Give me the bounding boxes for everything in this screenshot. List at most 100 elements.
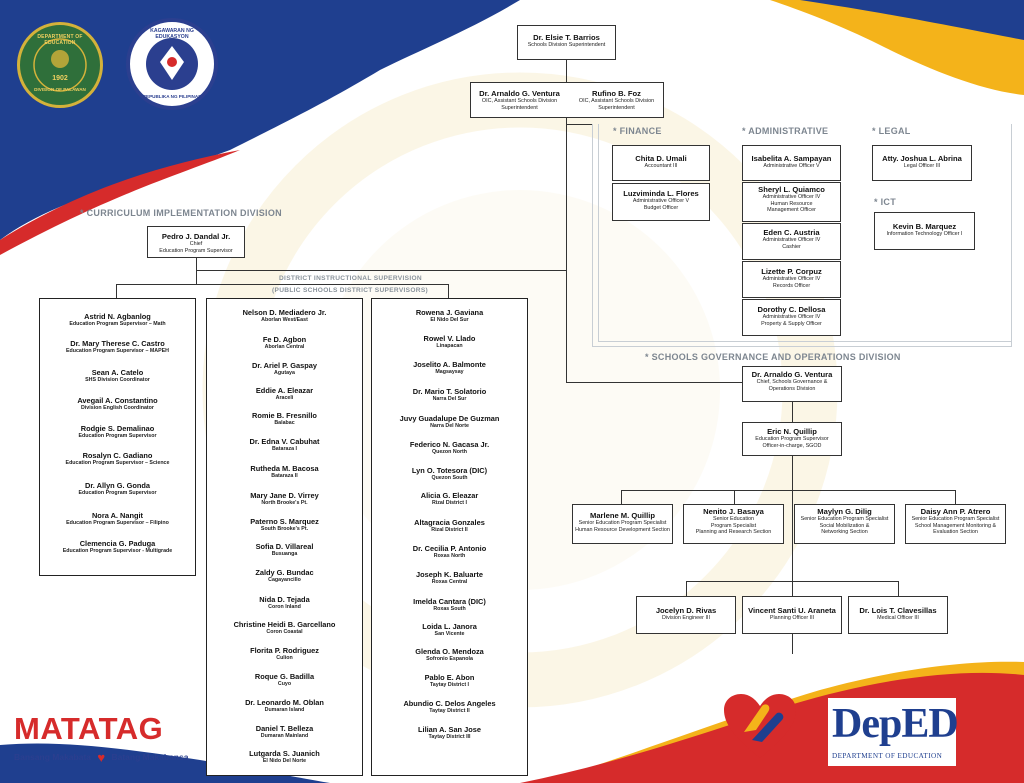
finance-2-name: Luzviminda L. Flores <box>623 189 699 198</box>
line-staff1-drop <box>686 581 687 596</box>
line-right-horizontal-a <box>592 346 1012 347</box>
cid-chief-box: Pedro J. Dandal Jr. Chief Education Prog… <box>147 226 245 258</box>
finance-box-2: Luzviminda L. Flores Administrative Offi… <box>612 183 710 221</box>
line-sec4-drop <box>955 490 956 504</box>
finance-1-name: Chita D. Umali <box>635 154 687 163</box>
admin-box-1: Isabelita A. Sampayan Administrative Off… <box>742 145 841 181</box>
matatag-word: MATATAG <box>14 711 164 746</box>
ict-label: * ICT <box>874 197 897 207</box>
sgod-oic-box: Eric N. Quillip Education Program Superv… <box>742 422 842 456</box>
line-sds-down <box>566 60 567 82</box>
line-sgod-oic-down <box>792 456 793 654</box>
line-right-horizontal-b <box>598 341 1012 342</box>
deped-logo: DepED DEPARTMENT OF EDUCATION <box>828 698 959 766</box>
cid-chief-name: Pedro J. Dandal Jr. <box>161 232 231 241</box>
sgod-label: * SCHOOLS GOVERNANCE AND OPERATIONS DIVI… <box>645 352 901 362</box>
sgod-oic-name: Eric N. Quillip <box>767 427 817 436</box>
deped-seal-top-text: DEPARTMENT OF EDUCATION <box>37 34 83 46</box>
finance-label: * FINANCE <box>613 126 662 136</box>
asds1: Dr. Arnaldo G. Ventura OIC, Assistant Sc… <box>471 89 568 111</box>
legal-name: Atty. Joshua L. Abrina <box>882 154 962 163</box>
finance-box-1: Chita D. Umali Accountant III <box>612 145 710 181</box>
line-to-sgod <box>566 382 742 383</box>
line-col1-drop <box>116 284 117 298</box>
hands-heart-logo <box>722 692 798 762</box>
sds-title: Schools Division Superintendent <box>527 42 606 48</box>
line-sec2-drop <box>734 490 735 504</box>
admin-4-title: Administrative Officer IV Records Office… <box>762 276 821 289</box>
line-cid-down <box>196 258 197 270</box>
deped-word: DepED <box>832 701 959 747</box>
admin-5-title: Administrative Officer IV Property & Sup… <box>761 314 822 327</box>
line-right-branch <box>566 124 592 125</box>
admin-box-5: Dorothy C. Dellosa Administrative Office… <box>742 299 841 336</box>
asds2: Rufino B. Foz OIC, Assistant Schools Div… <box>568 89 663 111</box>
legal-title: Legal Officer III <box>903 163 941 169</box>
admin-5-name: Dorothy C. Dellosa <box>757 305 826 314</box>
admin-1-title: Administrative Officer V <box>763 163 820 169</box>
asds1-name: Dr. Arnaldo G. Ventura <box>479 89 560 98</box>
admin-2-title: Administrative Officer IV Human Resource… <box>762 194 821 214</box>
psds-item: Imelda Cantara (DIC)Roxas South <box>413 597 486 612</box>
admin-2-name: Sheryl L. Quiamco <box>758 185 825 194</box>
ict-box: Kevin B. Marquez Information Technology … <box>874 212 975 250</box>
line-right-vertical-a <box>592 124 593 346</box>
blue-wave-top-right <box>800 0 1024 40</box>
asds-box: Dr. Arnaldo G. Ventura OIC, Assistant Sc… <box>470 82 664 118</box>
finance-2-title: Administrative Officer V Budget Officer <box>632 198 690 211</box>
line-cid-drop <box>196 270 197 284</box>
matatag-tagline: Bansang Makabata ♥ Batang Makabansa <box>14 750 194 765</box>
sgod-chief-name: Dr. Arnaldo G. Ventura <box>751 370 833 379</box>
psds-column-1: Nelson D. Mediadero Jr.Aborlan West/East… <box>206 298 363 776</box>
psds-item: Federico N. Gacasa Jr.Quezon North <box>409 440 490 455</box>
sds-box: Dr. Elsie T. Barrios Schools Division Su… <box>517 25 616 60</box>
line-asds-bar <box>566 118 567 124</box>
kagawaran-bottom-text: REPUBLIKA NG PILIPINAS <box>142 94 202 99</box>
sgod-chief-box: Dr. Arnaldo G. Ventura Chief, Schools Go… <box>742 366 842 402</box>
deped-seal-year: 1902 <box>52 75 68 82</box>
line-cid-cols <box>116 284 448 285</box>
finance-1-title: Accountant III <box>644 163 678 169</box>
admin-3-title: Administrative Officer IV Cashier <box>762 237 821 250</box>
asds2-name: Rufino B. Foz <box>592 89 641 98</box>
deped-subtitle: DEPARTMENT OF EDUCATION <box>832 752 943 760</box>
district-label: DISTRICT INSTRUCTIONAL SUPERVISION <box>279 275 422 282</box>
deped-seal-bottom-text: DIVISION OF PALAWAN <box>34 87 86 92</box>
line-right-vertical-b <box>598 124 599 341</box>
admin-box-4: Lizette P. Corpuz Administrative Officer… <box>742 261 841 298</box>
legal-label: * LEGAL <box>872 126 911 136</box>
psds-item: Lyn O. Totesora (DIC)Quezon South <box>411 466 488 481</box>
line-col3-drop <box>448 284 449 298</box>
district-sublabel: (PUBLIC SCHOOLS DISTRICT SUPERVISORS) <box>272 287 429 294</box>
